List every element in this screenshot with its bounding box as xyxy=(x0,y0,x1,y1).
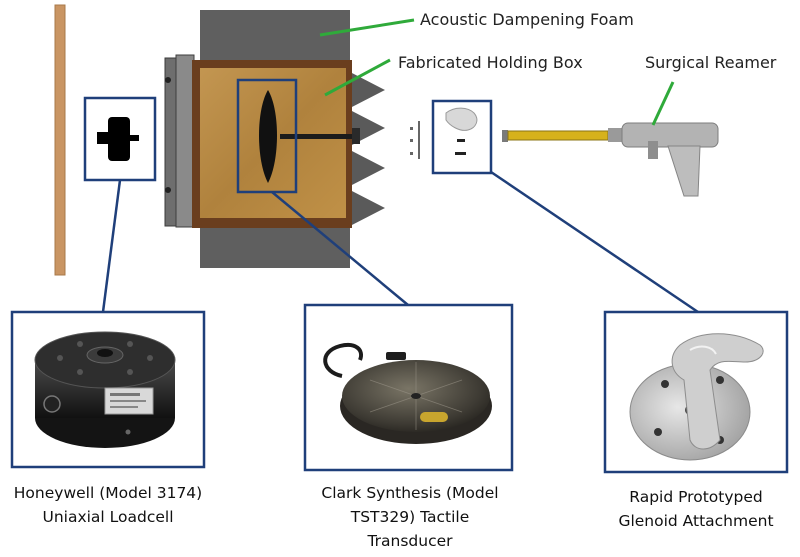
transducer-inset-frame xyxy=(236,78,298,194)
caption-transducer-line2: TST329) Tactile xyxy=(350,508,469,526)
alignment-marks xyxy=(410,121,420,159)
caption-transducer-line3: Transducer xyxy=(366,532,453,550)
callout-line-reamer xyxy=(651,81,675,126)
caption-loadcell-line1: Honeywell (Model 3174) xyxy=(14,484,202,502)
caption-glenoid-line2: Glenoid Attachment xyxy=(618,512,773,530)
glenoid-part-icon xyxy=(445,107,478,155)
wooden-stand-post xyxy=(54,4,66,276)
drive-shaft xyxy=(280,134,358,139)
transducer-photo xyxy=(323,343,492,444)
left-mounting-plate xyxy=(164,57,178,227)
left-frame xyxy=(175,54,195,228)
connector-glenoid xyxy=(490,170,699,314)
transducer-silhouette-icon xyxy=(259,90,277,183)
foam-wedges xyxy=(350,72,385,226)
connector-transducer xyxy=(271,191,409,306)
bolt xyxy=(165,187,171,193)
surgical-reamer xyxy=(502,122,719,197)
caption-transducer-line1: Clark Synthesis (Model xyxy=(321,484,498,502)
callout-label-reamer: Surgical Reamer xyxy=(645,53,777,72)
loadcell-photo xyxy=(34,331,176,448)
callout-label-foam: Acoustic Dampening Foam xyxy=(420,10,634,29)
loadcell-silhouette-icon xyxy=(97,117,139,161)
callout-line-box xyxy=(324,58,391,97)
glenoid-photo xyxy=(629,333,764,461)
bolt xyxy=(165,77,171,83)
caption-loadcell-line2: Uniaxial Loadcell xyxy=(42,508,173,526)
callout-label-box: Fabricated Holding Box xyxy=(398,53,583,72)
shaft-collar xyxy=(352,128,360,144)
callout-line-foam xyxy=(319,18,415,37)
caption-glenoid-line1: Rapid Prototyped xyxy=(629,488,762,506)
connector-loadcell xyxy=(101,179,122,313)
